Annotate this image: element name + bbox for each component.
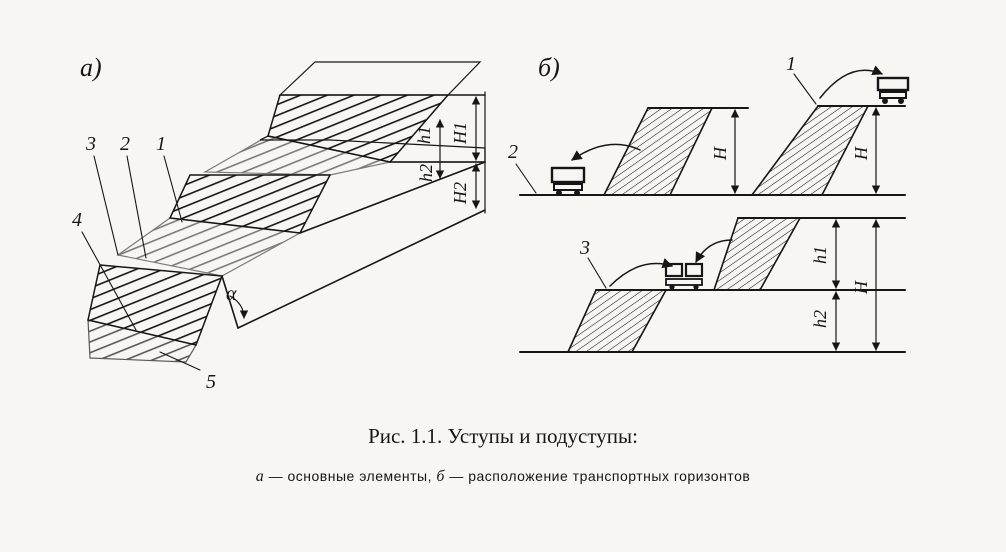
angle-alpha: α — [226, 283, 237, 305]
dim-H-left: H — [710, 146, 730, 161]
truck-icon — [876, 76, 910, 104]
figure-caption-subtitle: а — основные элементы, б — расположение … — [0, 468, 1006, 486]
figure-caption-title: Рис. 1.1. Уступы и подуступы: — [368, 424, 638, 448]
panel-b: б) H H 1 2 — [508, 53, 910, 353]
loading-arrow — [571, 143, 641, 161]
callout-a-3: 3 — [85, 133, 96, 155]
loading-arrow — [819, 65, 883, 99]
dim-H-low: H — [851, 280, 871, 295]
panel-a: а) h1 h2 H1 H2 α 3 2 — [72, 53, 486, 393]
callout-b-1: 1 — [786, 53, 796, 75]
callout-b-2: 2 — [508, 141, 518, 163]
caption-text-a: — основные элементы, — [264, 468, 437, 484]
callout-b-3: 3 — [579, 237, 590, 259]
caption-text-b: — расположение транспортных горизонтов — [444, 468, 751, 484]
dim-H-right: H — [851, 146, 871, 161]
caption-letter-a: а — [255, 468, 265, 485]
bench-base — [87, 319, 197, 363]
bench-top-upper — [278, 61, 482, 96]
callout-a-1: 1 — [156, 133, 166, 155]
loading-arrow — [695, 239, 733, 263]
sub-bench-upper — [712, 217, 802, 291]
panel-a-tag: а) — [80, 53, 102, 82]
callout-a-2: 2 — [120, 133, 130, 155]
bench-b-left — [602, 107, 714, 196]
dim-H1-a: H1 — [450, 122, 470, 145]
truck-icon — [664, 262, 704, 290]
panel-b-tag: б) — [538, 53, 560, 82]
dim-h1-b: h1 — [810, 246, 830, 264]
bench-b-right — [750, 105, 870, 196]
truck-icon — [550, 166, 586, 196]
loading-arrow — [609, 258, 674, 287]
dim-H2-a: H2 — [450, 182, 470, 205]
dim-h1-a: h1 — [414, 126, 434, 144]
callout-a-4: 4 — [72, 209, 82, 231]
caption-letter-b: б — [436, 468, 445, 485]
dim-h2-b: h2 — [810, 310, 830, 328]
callout-a-5: 5 — [206, 371, 216, 393]
dim-h2-a: h2 — [416, 164, 436, 182]
sub-bench-lower — [566, 289, 668, 353]
